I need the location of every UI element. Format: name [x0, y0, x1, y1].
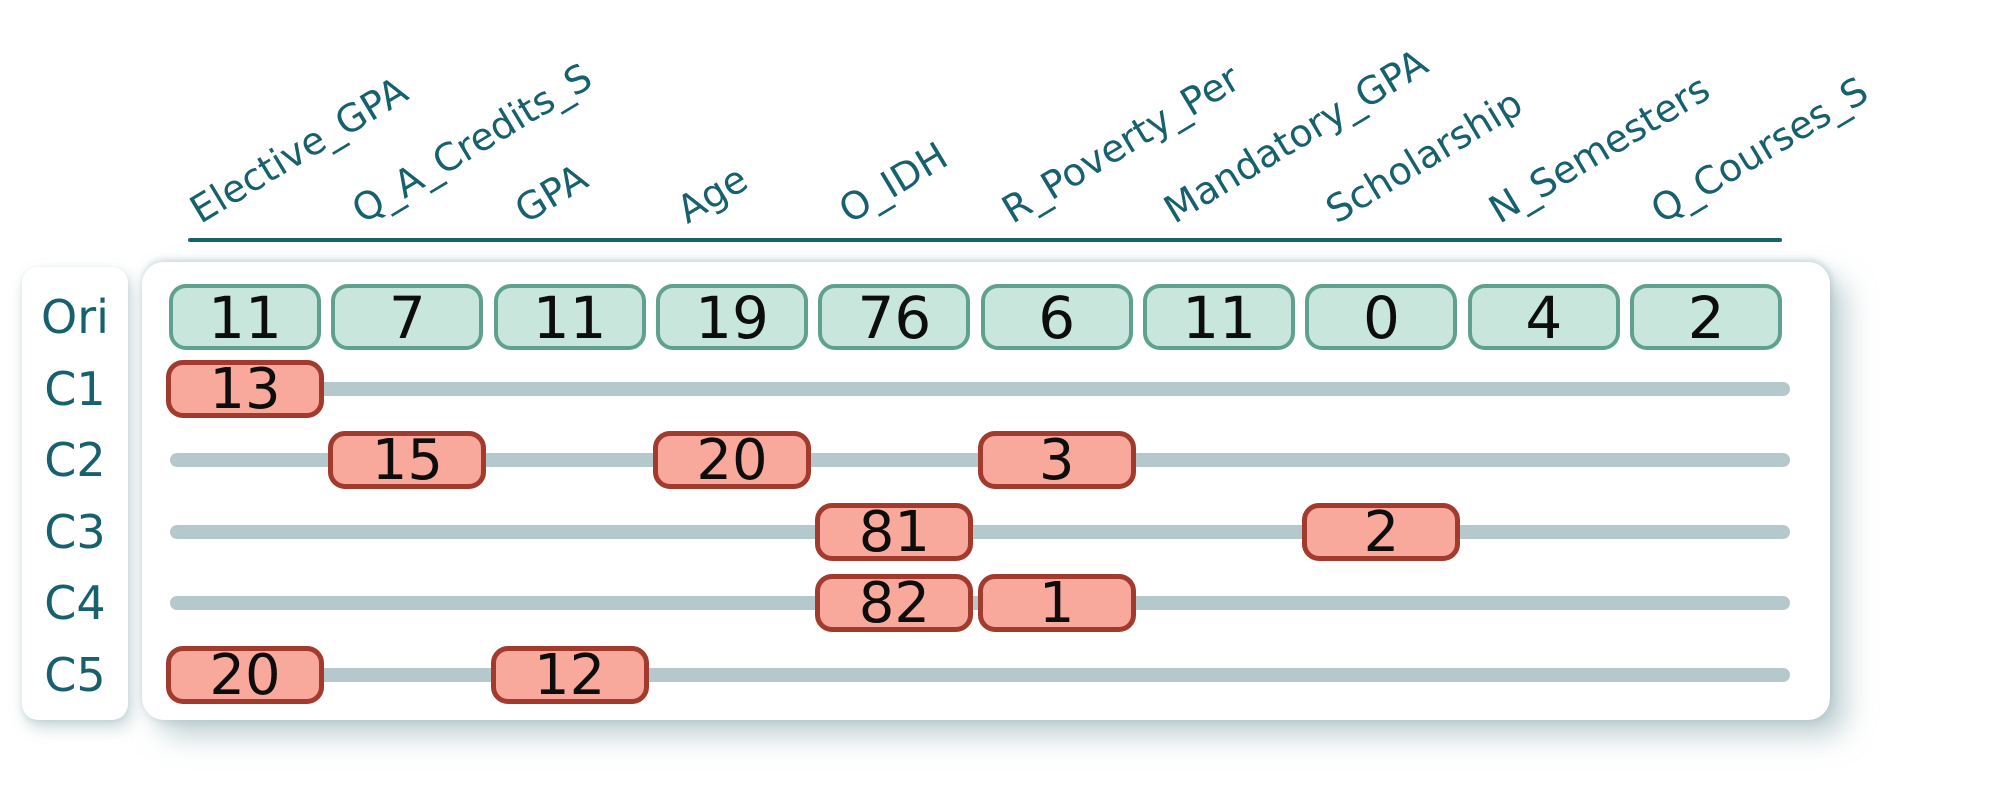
row-track-c5 [170, 667, 1790, 682]
value-pill-ori-age: 19 [656, 284, 809, 350]
value-pill-c4-r-poverty-per: 1 [977, 574, 1136, 632]
row-label-c1: C1 [44, 361, 106, 416]
row-track-c1 [170, 381, 1790, 396]
value-pill-ori-n-semesters: 4 [1467, 284, 1620, 350]
value-pill-c3-o-idh: 81 [815, 502, 974, 561]
value-pill-c2-q-a-credits-s: 15 [328, 431, 487, 489]
value-pill-c5-elective-gpa: 20 [166, 645, 324, 704]
header-axis-line [188, 238, 1782, 242]
value-pill-ori-gpa: 11 [493, 284, 646, 350]
column-header-mandatory-gpa: Mandatory_GPA [1156, 40, 1436, 232]
value-pill-ori-elective-gpa: 11 [169, 284, 321, 350]
column-header-o-idh: O_IDH [831, 133, 956, 232]
value-pill-ori-scholarship: 0 [1305, 284, 1458, 350]
value-pill-c3-scholarship: 2 [1302, 502, 1461, 561]
value-pill-ori-q-courses-s: 2 [1630, 284, 1783, 350]
value-pill-c5-gpa: 12 [490, 645, 649, 704]
row-label-c2: C2 [44, 433, 106, 487]
row-label-c4: C4 [44, 576, 106, 630]
value-pill-c1-elective-gpa: 13 [166, 359, 324, 418]
row-label-ori: Ori [41, 290, 109, 344]
value-pill-c2-age: 20 [653, 431, 812, 489]
value-pill-ori-q-a-credits-s: 7 [331, 284, 484, 350]
value-pill-ori-o-idh: 76 [818, 284, 971, 350]
value-pill-ori-r-poverty-per: 6 [980, 284, 1133, 350]
column-header-gpa: GPA [507, 155, 595, 232]
column-header-age: Age [669, 156, 756, 232]
value-pill-c2-r-poverty-per: 3 [977, 431, 1136, 489]
value-pill-ori-mandatory-gpa: 11 [1143, 284, 1296, 350]
row-track-c3 [170, 524, 1790, 539]
value-pill-c4-o-idh: 82 [815, 574, 974, 632]
row-label-c5: C5 [44, 647, 106, 702]
row-label-c3: C3 [44, 504, 106, 559]
